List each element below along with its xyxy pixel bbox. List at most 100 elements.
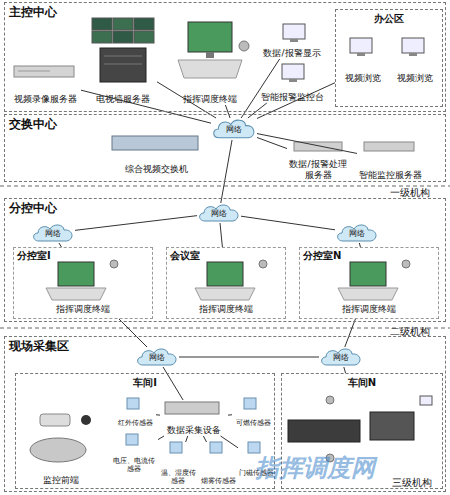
- tv-screen: [134, 31, 154, 43]
- box-title: 现场采集区: [9, 338, 69, 355]
- network-link: [345, 319, 356, 347]
- server-icon: [18, 71, 50, 72]
- device-box: 智能监控服务器: [357, 139, 423, 181]
- area-band: 交换中心网络综合视频交换机数据/报警处理服务器智能监控服务器: [4, 114, 446, 182]
- rack-server: [100, 48, 146, 82]
- console-desk: [178, 60, 242, 78]
- box-label: 可燃传感器: [236, 419, 271, 427]
- network-cloud: 网络: [319, 347, 363, 367]
- network-link: [119, 319, 147, 347]
- console-desk: [195, 288, 255, 300]
- tv-screen: [134, 18, 154, 30]
- cloud-shape: [138, 349, 176, 365]
- box-title: 会议室: [170, 249, 200, 263]
- nvr-icon: [370, 412, 414, 440]
- box-label: 智能监控服务器: [359, 170, 422, 180]
- network-cloud: 网络: [31, 223, 75, 243]
- box-label: 烟雾传感器: [201, 477, 236, 485]
- network-link: [228, 414, 232, 415]
- pc-icon: [402, 38, 424, 53]
- box-title: 分控中心: [9, 200, 57, 217]
- device-box: 监控前端: [24, 392, 98, 486]
- box-label: 指挥调度终端: [300, 303, 438, 316]
- device-box: 视频录像服务器: [9, 57, 81, 105]
- box-title: 分控室I: [17, 249, 51, 263]
- pc-icon: [409, 53, 417, 56]
- box-label: 电视墙服务器: [96, 94, 150, 104]
- daq-icon: [165, 402, 219, 414]
- network-link: [257, 134, 357, 154]
- box-label: 综合视频交换机: [125, 164, 188, 174]
- sensor-icon: [127, 398, 139, 409]
- network-link: [241, 59, 279, 118]
- network-cloud: 网络: [197, 203, 241, 223]
- network-link: [220, 223, 222, 247]
- console-desk: [338, 288, 398, 300]
- device-box: 指挥调度终端: [169, 19, 251, 105]
- network-link: [163, 367, 183, 400]
- room-box: 分控室N指挥调度终端: [299, 247, 439, 319]
- network-cloud: 网络: [135, 347, 179, 367]
- device-box: 数据/报警显示: [259, 21, 325, 59]
- box-label: 网络: [149, 352, 165, 363]
- network-link: [158, 436, 164, 440]
- box-label: 网络: [333, 352, 349, 363]
- level-divider: [0, 328, 450, 329]
- box-label: 数据采集设备: [167, 425, 221, 435]
- box-label: 指挥调度终端: [14, 303, 152, 316]
- camera-icon: [259, 260, 267, 268]
- box-label: 智能报警监控台: [261, 92, 324, 102]
- box-title: 车间N: [282, 376, 442, 390]
- camera-icon: [239, 41, 249, 51]
- sensor-icon: [248, 442, 260, 453]
- device-box: 电视墙服务器: [89, 17, 157, 105]
- cloud-shape: [34, 225, 72, 241]
- device-box: 数据/报警处理服务器: [287, 139, 349, 181]
- group-box: 车间I监控前端数据采集设备红外传感器电压、电流传感器温、湿度传感器烟雾传感器可燃…: [15, 373, 275, 489]
- dome-camera: [40, 414, 70, 426]
- sensor-icon: [210, 442, 222, 453]
- box-label: 红外传感器: [118, 419, 153, 427]
- sensor-icon: [170, 442, 182, 453]
- box-label: 数据/报警显示: [263, 48, 320, 58]
- camera-icon: [326, 396, 334, 404]
- network-link: [156, 414, 160, 415]
- box-title: 办公区: [336, 12, 442, 26]
- sensor-box: 红外传感器: [114, 398, 156, 428]
- device-box: 视频浏览: [392, 32, 438, 84]
- rack-server: [104, 56, 142, 57]
- network-link: [203, 436, 206, 442]
- box-label: 网络: [226, 124, 242, 135]
- monitor-icon: [58, 262, 94, 286]
- monitor-icon: [350, 262, 386, 286]
- box-label: 网络: [349, 228, 365, 239]
- sensor-icon: [244, 398, 256, 409]
- sensor-box: 电压、电流传感器: [110, 434, 158, 474]
- box-label: 指挥调度终端: [183, 94, 237, 104]
- device-box: 综合视频交换机: [101, 133, 211, 175]
- network-link: [241, 216, 335, 230]
- area-band: 分控中心网络网络网络分控室I指挥调度终端会议室指挥调度终端分控室N指挥调度终端: [4, 198, 446, 322]
- level-label: 三级机构: [392, 476, 432, 490]
- network-link: [257, 137, 287, 148]
- box-label: 监控前端: [43, 475, 79, 485]
- box-label: 网络: [211, 208, 227, 219]
- sensor-box: 可燃传感器: [232, 398, 274, 428]
- camera-icon: [110, 260, 118, 268]
- level-divider: [0, 186, 450, 187]
- group-box: 办公区视频浏览视频浏览: [335, 9, 443, 107]
- network-cloud: 网络: [211, 118, 257, 140]
- speaker-icon: [81, 415, 91, 425]
- server-icon: [364, 142, 414, 151]
- device-box: 视频浏览: [340, 32, 386, 84]
- box-label: 数据/报警处理服务器: [287, 159, 349, 180]
- room-box: 会议室指挥调度终端: [166, 247, 286, 319]
- sensor-box: 温、湿度传感器: [158, 442, 198, 486]
- watermark: 指挥调度网: [255, 452, 375, 484]
- box-label: 视频浏览: [345, 73, 381, 83]
- pc-icon: [350, 38, 372, 53]
- level-label: 一级机构: [390, 186, 430, 200]
- area-band: 主控中心视频录像服务器电视墙服务器指挥调度终端数据/报警显示智能报警监控台办公区…: [4, 2, 446, 112]
- room-box: 分控室I 指挥调度终端: [13, 247, 153, 319]
- area-band: 现场采集区网络网络车间I监控前端数据采集设备红外传感器电压、电流传感器温、湿度传…: [4, 336, 446, 492]
